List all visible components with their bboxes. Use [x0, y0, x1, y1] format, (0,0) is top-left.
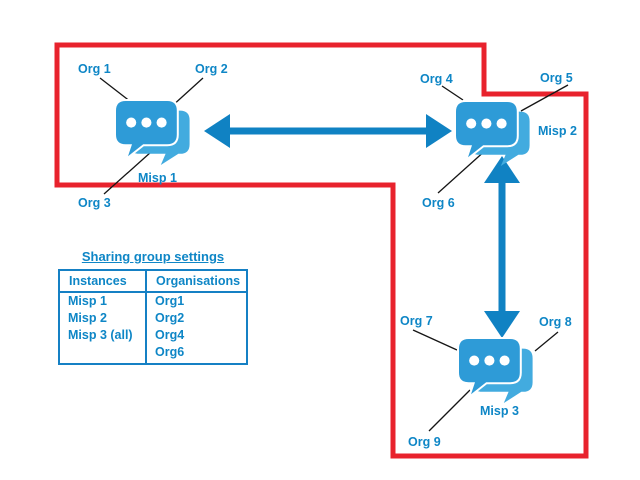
- connector-org4-misp2: [441, 85, 464, 101]
- org2-label: Org 2: [195, 62, 228, 76]
- misp1-icon: [116, 101, 190, 165]
- connector-org8-misp3: [534, 331, 559, 352]
- organisations-column: Organisations Org1 Org2 Org4 Org6: [147, 271, 246, 363]
- instances-column: Instances Misp 1 Misp 2 Misp 3 (all): [60, 271, 147, 363]
- connector-org1-misp1: [99, 77, 132, 103]
- org-connector-lines: [99, 77, 569, 432]
- arrowhead-up: [484, 156, 520, 183]
- table-row: Org2: [155, 310, 185, 325]
- table-row: Misp 1: [68, 293, 107, 308]
- table-row: Misp 3 (all): [68, 327, 133, 342]
- org9-label: Org 9: [408, 435, 441, 449]
- arrowhead-down: [484, 311, 520, 338]
- organisations-header: Organisations: [147, 271, 246, 293]
- table-row: Org6: [155, 344, 185, 359]
- org8-label: Org 8: [539, 315, 572, 329]
- table-row: Misp 2: [68, 310, 107, 325]
- sharing-group-settings-table: Instances Misp 1 Misp 2 Misp 3 (all) Org…: [58, 269, 248, 365]
- arrowhead-right: [426, 114, 452, 148]
- connector-org7-misp3: [412, 329, 458, 351]
- misp3-label: Misp 3: [480, 404, 519, 418]
- connector-org2-misp1: [170, 77, 204, 108]
- instances-header: Instances: [60, 271, 145, 293]
- org6-label: Org 6: [422, 196, 455, 210]
- connector-org5-misp2: [520, 84, 569, 112]
- table-row: Org1: [155, 293, 185, 308]
- org4-label: Org 4: [420, 72, 453, 86]
- org5-label: Org 5: [540, 71, 573, 85]
- sync-arrow-misp1-misp2: [204, 114, 452, 148]
- connector-org6-misp2: [437, 148, 488, 194]
- misp2-label: Misp 2: [538, 124, 577, 138]
- org3-label: Org 3: [78, 196, 111, 210]
- table-row: Org4: [155, 327, 185, 342]
- misp3-icon: [459, 339, 533, 403]
- org1-label: Org 1: [78, 62, 111, 76]
- misp2-icon: [456, 102, 530, 166]
- sharing-group-boundary: [54, 42, 589, 459]
- org7-label: Org 7: [400, 314, 433, 328]
- connector-org9-misp3: [428, 389, 471, 432]
- sync-arrow-misp2-misp3: [484, 156, 520, 338]
- arrowhead-left: [204, 114, 230, 148]
- connector-org3-misp1: [103, 151, 152, 195]
- misp1-label: Misp 1: [138, 171, 177, 185]
- sync-arrows: [204, 114, 520, 338]
- sharing-group-settings-title: Sharing group settings: [81, 249, 225, 264]
